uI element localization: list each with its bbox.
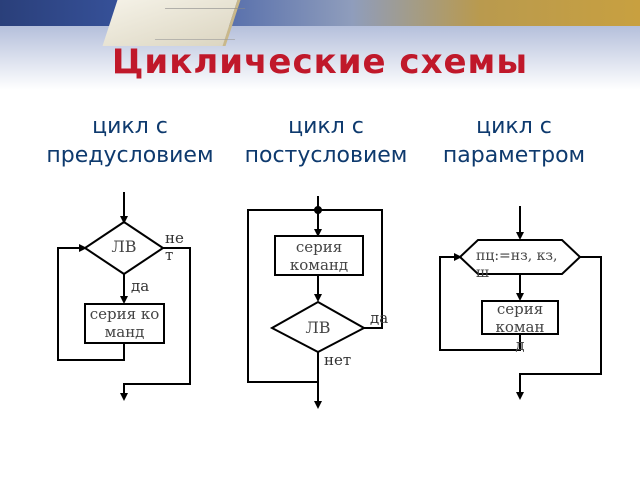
param-body-text: серия команд [495,300,545,354]
post-yes-label: да [370,309,389,327]
pre-condition-label: ЛВ [111,237,137,256]
pre-yes-label: да [131,277,150,295]
post-condition-label: ЛВ [305,318,331,337]
pre-loop-back-arrow [57,244,125,361]
post-no-label: нет [324,351,352,369]
param-loop-back-arrow [439,253,521,351]
header-banner [0,0,640,100]
post-body-text: серия команд [289,238,349,274]
param-header-text: пц:=нз, кз, ш [476,248,558,281]
heading-parameter-loop: цикл с параметром [442,114,586,168]
heading-precondition-loop: цикл с предусловием [46,114,214,168]
post-frame-line [247,209,383,383]
pre-exit-arrow [120,247,191,401]
heading-postcondition-loop: цикл с постусловием [244,114,408,168]
param-exit-arrow [516,256,602,400]
slide-title: Циклические схемы [111,42,529,82]
pre-body-text: серия команд [89,305,160,341]
banner-band [0,0,640,26]
pre-no-label: нет [165,229,184,264]
